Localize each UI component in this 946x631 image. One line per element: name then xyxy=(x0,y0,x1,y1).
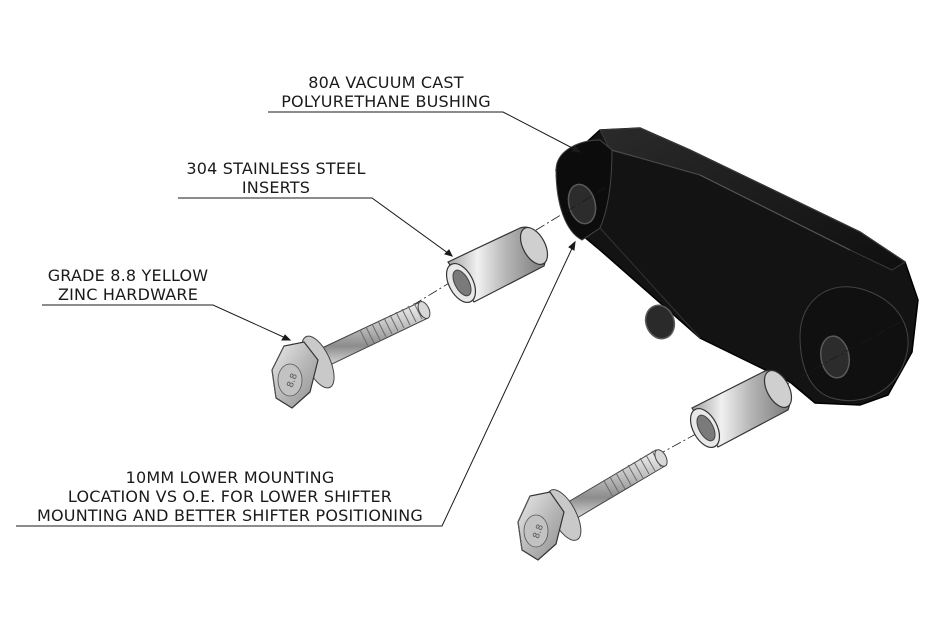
bolt-head-marking-lower: 8.8 xyxy=(532,523,546,540)
leader-lines xyxy=(16,111,582,527)
callout-inserts-line-2: INSERTS xyxy=(241,178,311,197)
leader-hardware xyxy=(42,304,291,341)
bolt-head-marking-upper: 8.8 xyxy=(286,372,300,389)
callout-mounting-line-2: LOCATION VS O.E. FOR LOWER SHIFTER xyxy=(67,487,393,506)
callout-mounting-line-1: 10MM LOWER MOUNTING xyxy=(125,468,335,487)
callout-inserts: 304 STAINLESS STEEL INSERTS xyxy=(178,159,374,197)
callout-bushing: 80A VACUUM CAST POLYURETHANE BUSHING xyxy=(268,73,504,111)
polyurethane-bushing xyxy=(555,127,919,406)
callout-inserts-line-1: 304 STAINLESS STEEL xyxy=(186,159,366,178)
bushing-center-hole xyxy=(644,304,676,340)
flange-bolt-upper xyxy=(271,301,431,409)
steel-insert-upper xyxy=(445,226,549,303)
leader-bushing xyxy=(268,111,581,153)
callout-bushing-line-2: POLYURETHANE BUSHING xyxy=(281,92,491,111)
callout-mounting-line-3: MOUNTING AND BETTER SHIFTER POSITIONING xyxy=(37,506,423,525)
callout-hardware-line-2: ZINC HARDWARE xyxy=(57,285,199,304)
bushing-right-hole xyxy=(819,335,851,379)
flange-bolt-lower xyxy=(517,449,668,561)
leader-mounting xyxy=(16,241,576,527)
callout-bushing-line-1: 80A VACUUM CAST xyxy=(308,73,464,92)
leader-inserts xyxy=(178,197,453,257)
callout-mounting: 10MM LOWER MOUNTING LOCATION VS O.E. FOR… xyxy=(16,468,444,525)
steel-insert-lower xyxy=(689,369,793,448)
bushing-left-hole xyxy=(567,183,597,225)
callout-hardware: GRADE 8.8 YELLOW ZINC HARDWARE xyxy=(42,266,214,304)
callout-hardware-line-1: GRADE 8.8 YELLOW xyxy=(47,266,209,285)
